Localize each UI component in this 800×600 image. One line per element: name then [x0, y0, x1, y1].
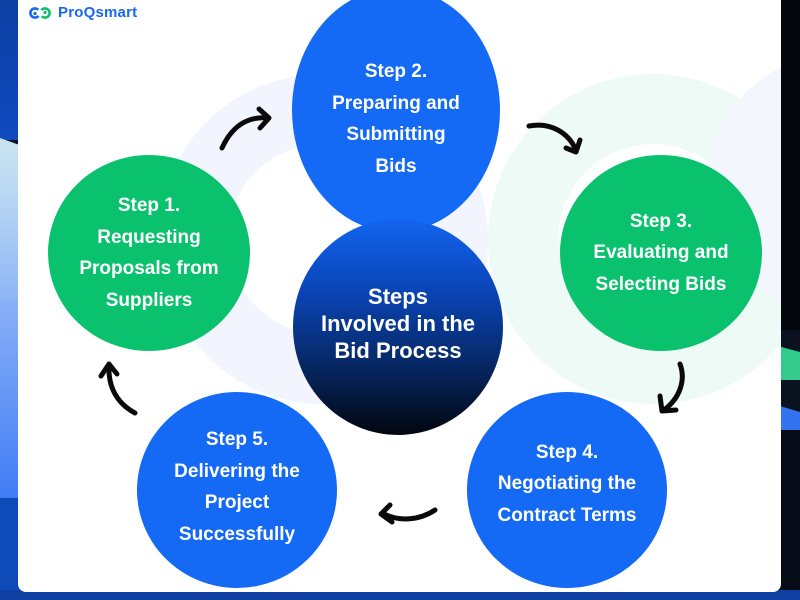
step-3-node: Step 3. Evaluating and Selecting Bids: [560, 155, 762, 351]
step-2-label: Step 2. Preparing and Submitting Bids: [332, 61, 460, 177]
step-1-label: Step 1. Requesting Proposals from Suppli…: [79, 195, 219, 311]
brand-logo: ProQsmart: [28, 4, 137, 21]
step-4-node: Step 4. Negotiating the Contract Terms: [467, 392, 667, 588]
step-5-node: Step 5. Delivering the Project Successfu…: [137, 392, 337, 588]
background-shape: [0, 590, 800, 600]
brand-name: ProQsmart: [58, 4, 138, 21]
step-4-label: Step 4. Negotiating the Contract Terms: [497, 441, 637, 526]
step-1-node: Step 1. Requesting Proposals from Suppli…: [48, 155, 250, 351]
step-3-label: Step 3. Evaluating and Selecting Bids: [593, 210, 729, 295]
linked-rings-icon: [28, 6, 52, 20]
step-2-node: Step 2. Preparing and Submitting Bids: [292, 0, 500, 232]
step-5-label: Step 5. Delivering the Project Successfu…: [174, 429, 300, 545]
diagram-title: Steps Involved in the Bid Process: [320, 283, 476, 363]
center-title-node: Steps Involved in the Bid Process: [293, 219, 503, 435]
